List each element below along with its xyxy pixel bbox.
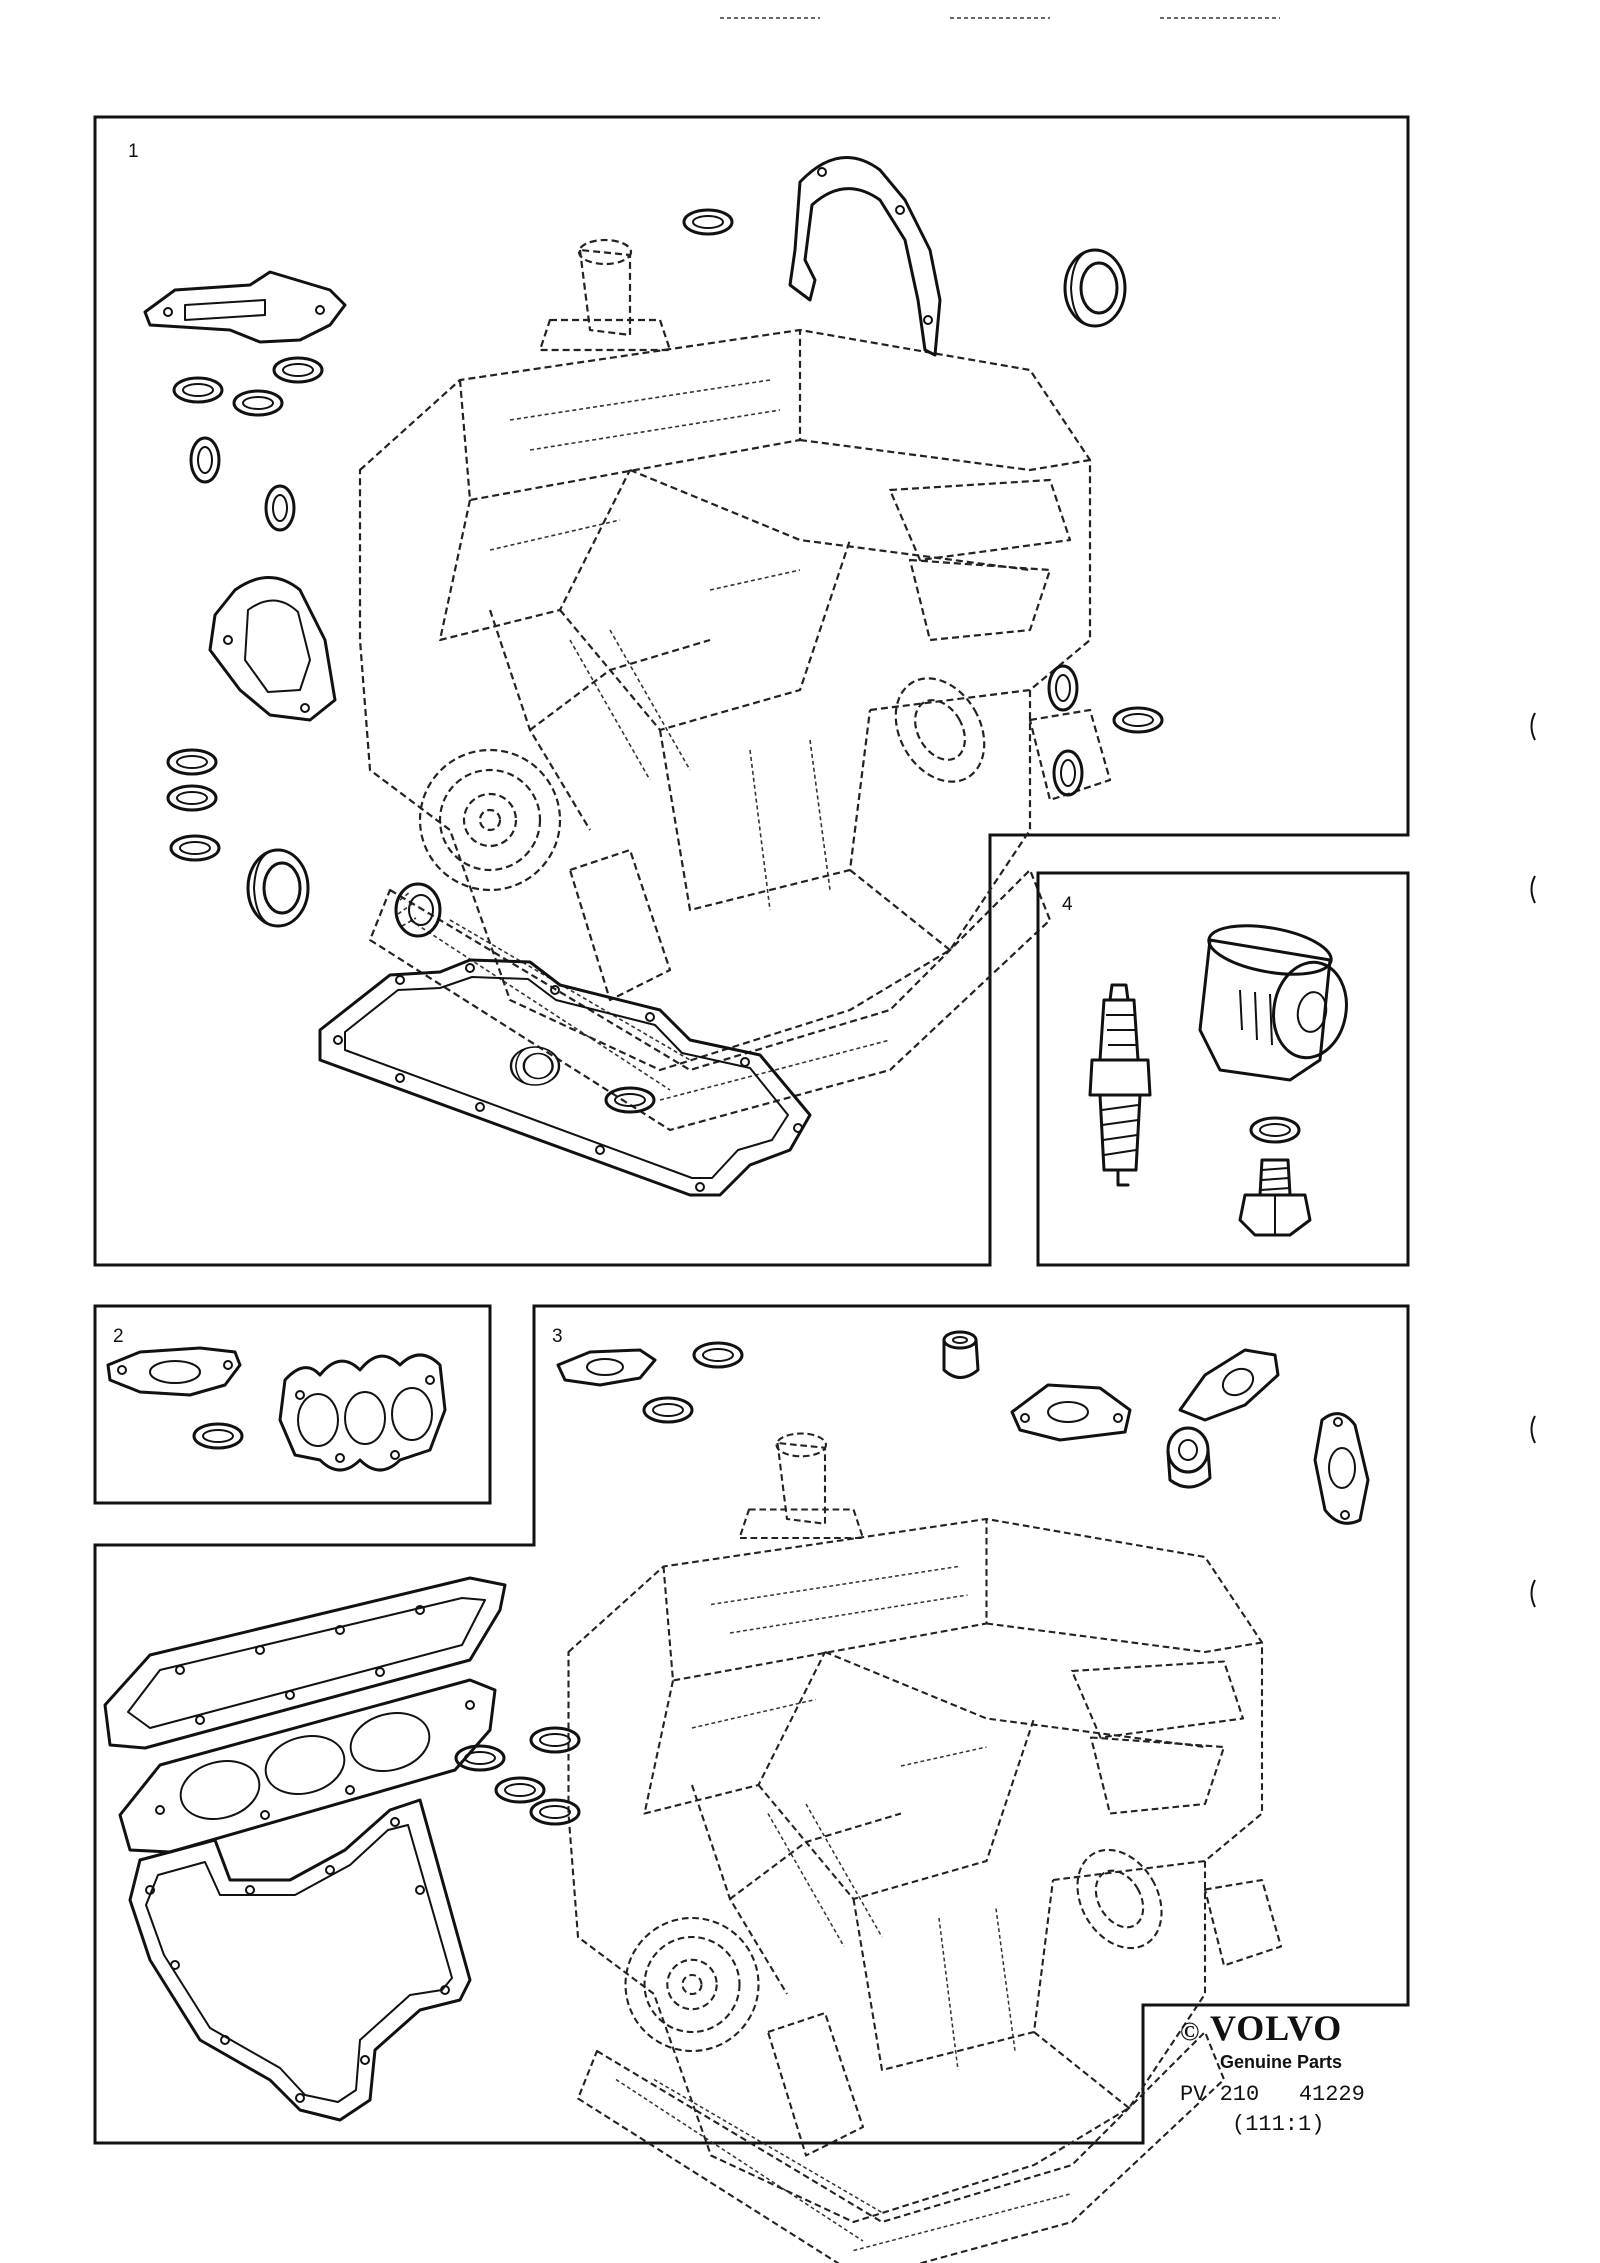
part-reference: PV 210 41229 [1180,2082,1365,2107]
drain-plug-icon [1238,1158,1312,1237]
panel-1-label: 1 [128,141,139,162]
shaft-seal-icon [246,848,310,928]
panel-2: 2 [93,1304,492,1505]
page-reference: (111:1) [1232,2112,1324,2137]
panel-3: 3 [93,1304,1410,2263]
o-ring-icon [642,1396,694,1424]
o-ring-icon [232,389,284,417]
o-ring-icon [454,1744,506,1772]
o-ring-icon [192,1422,244,1450]
bolt-hole [300,703,310,713]
o-ring-icon [264,484,296,532]
o-ring-icon [189,436,221,484]
engine-block-icon [567,1432,1283,2263]
bolt-hole [817,167,827,177]
water-pump-gasket-icon [208,576,337,722]
o-ring-icon [529,1798,581,1826]
bolt-hole [163,307,173,317]
pilot-bearing-icon [394,882,442,938]
gasket-icon [1178,1348,1280,1422]
bolt-hole [223,635,233,645]
o-ring-icon [172,376,224,404]
rear-seal-carrier-gasket-icon [788,156,942,357]
spark-plug-icon [1088,983,1152,1187]
oil-filter-icon [1198,924,1348,1082]
panel-3-label: 3 [552,1326,563,1347]
bolt-hole [895,205,905,215]
brand-logo: VOLVO [1210,2008,1342,2048]
o-ring-icon [166,784,218,812]
gasket-port [244,599,311,693]
gasket-icon [143,270,347,344]
o-ring-icon [529,1726,581,1754]
engine-block-icon [358,238,1112,1132]
logo-subtitle: Genuine Parts [1220,2052,1342,2072]
o-ring-icon [494,1776,546,1804]
gasket-icon [556,1348,657,1387]
shaft-seal-icon [1063,248,1127,328]
o-ring-icon [166,748,218,776]
gasket-icon [1010,1383,1132,1442]
o-ring-icon [272,356,324,384]
shaft-seal-icon [509,1045,561,1087]
o-ring-icon [692,1341,744,1369]
valve-stem-seal-icon [1166,1426,1212,1489]
binder-hole-marks [1530,712,1536,1608]
copyright-symbol: © [1180,2017,1200,2046]
o-ring-icon [1047,664,1079,712]
oil-pan-gasket-icon [318,958,812,1197]
panel-4-label: 4 [1062,894,1073,915]
bolt-hole [315,305,325,315]
o-ring-icon [169,834,221,862]
gasket-inner-edge [344,976,789,1179]
gasket-port [184,299,266,321]
o-ring-icon [682,208,734,236]
panel-1: 1 [93,115,1410,1267]
o-ring-icon [1112,706,1164,734]
gasket-icon [1313,1412,1370,1525]
volvo-logo-block: © VOLVO Genuine Parts PV 210 41229 (111:… [1180,2008,1365,2137]
exhaust-manifold-gasket-icon [278,1353,447,1472]
gasket-icon [106,1346,242,1397]
timing-cover-gasket-icon [128,1798,472,2122]
valve-cover-gasket-icon [103,1576,507,1750]
o-ring-icon [1052,749,1084,797]
o-ring-icon [604,1086,656,1114]
o-ring-icon [1249,1116,1301,1144]
panel-2-label: 2 [113,1326,124,1347]
panel-4: 4 [1036,871,1410,1267]
cylinder-head-gasket-icon [118,1678,497,1854]
bolt-hole [923,315,933,325]
valve-stem-seal-icon [942,1330,980,1379]
